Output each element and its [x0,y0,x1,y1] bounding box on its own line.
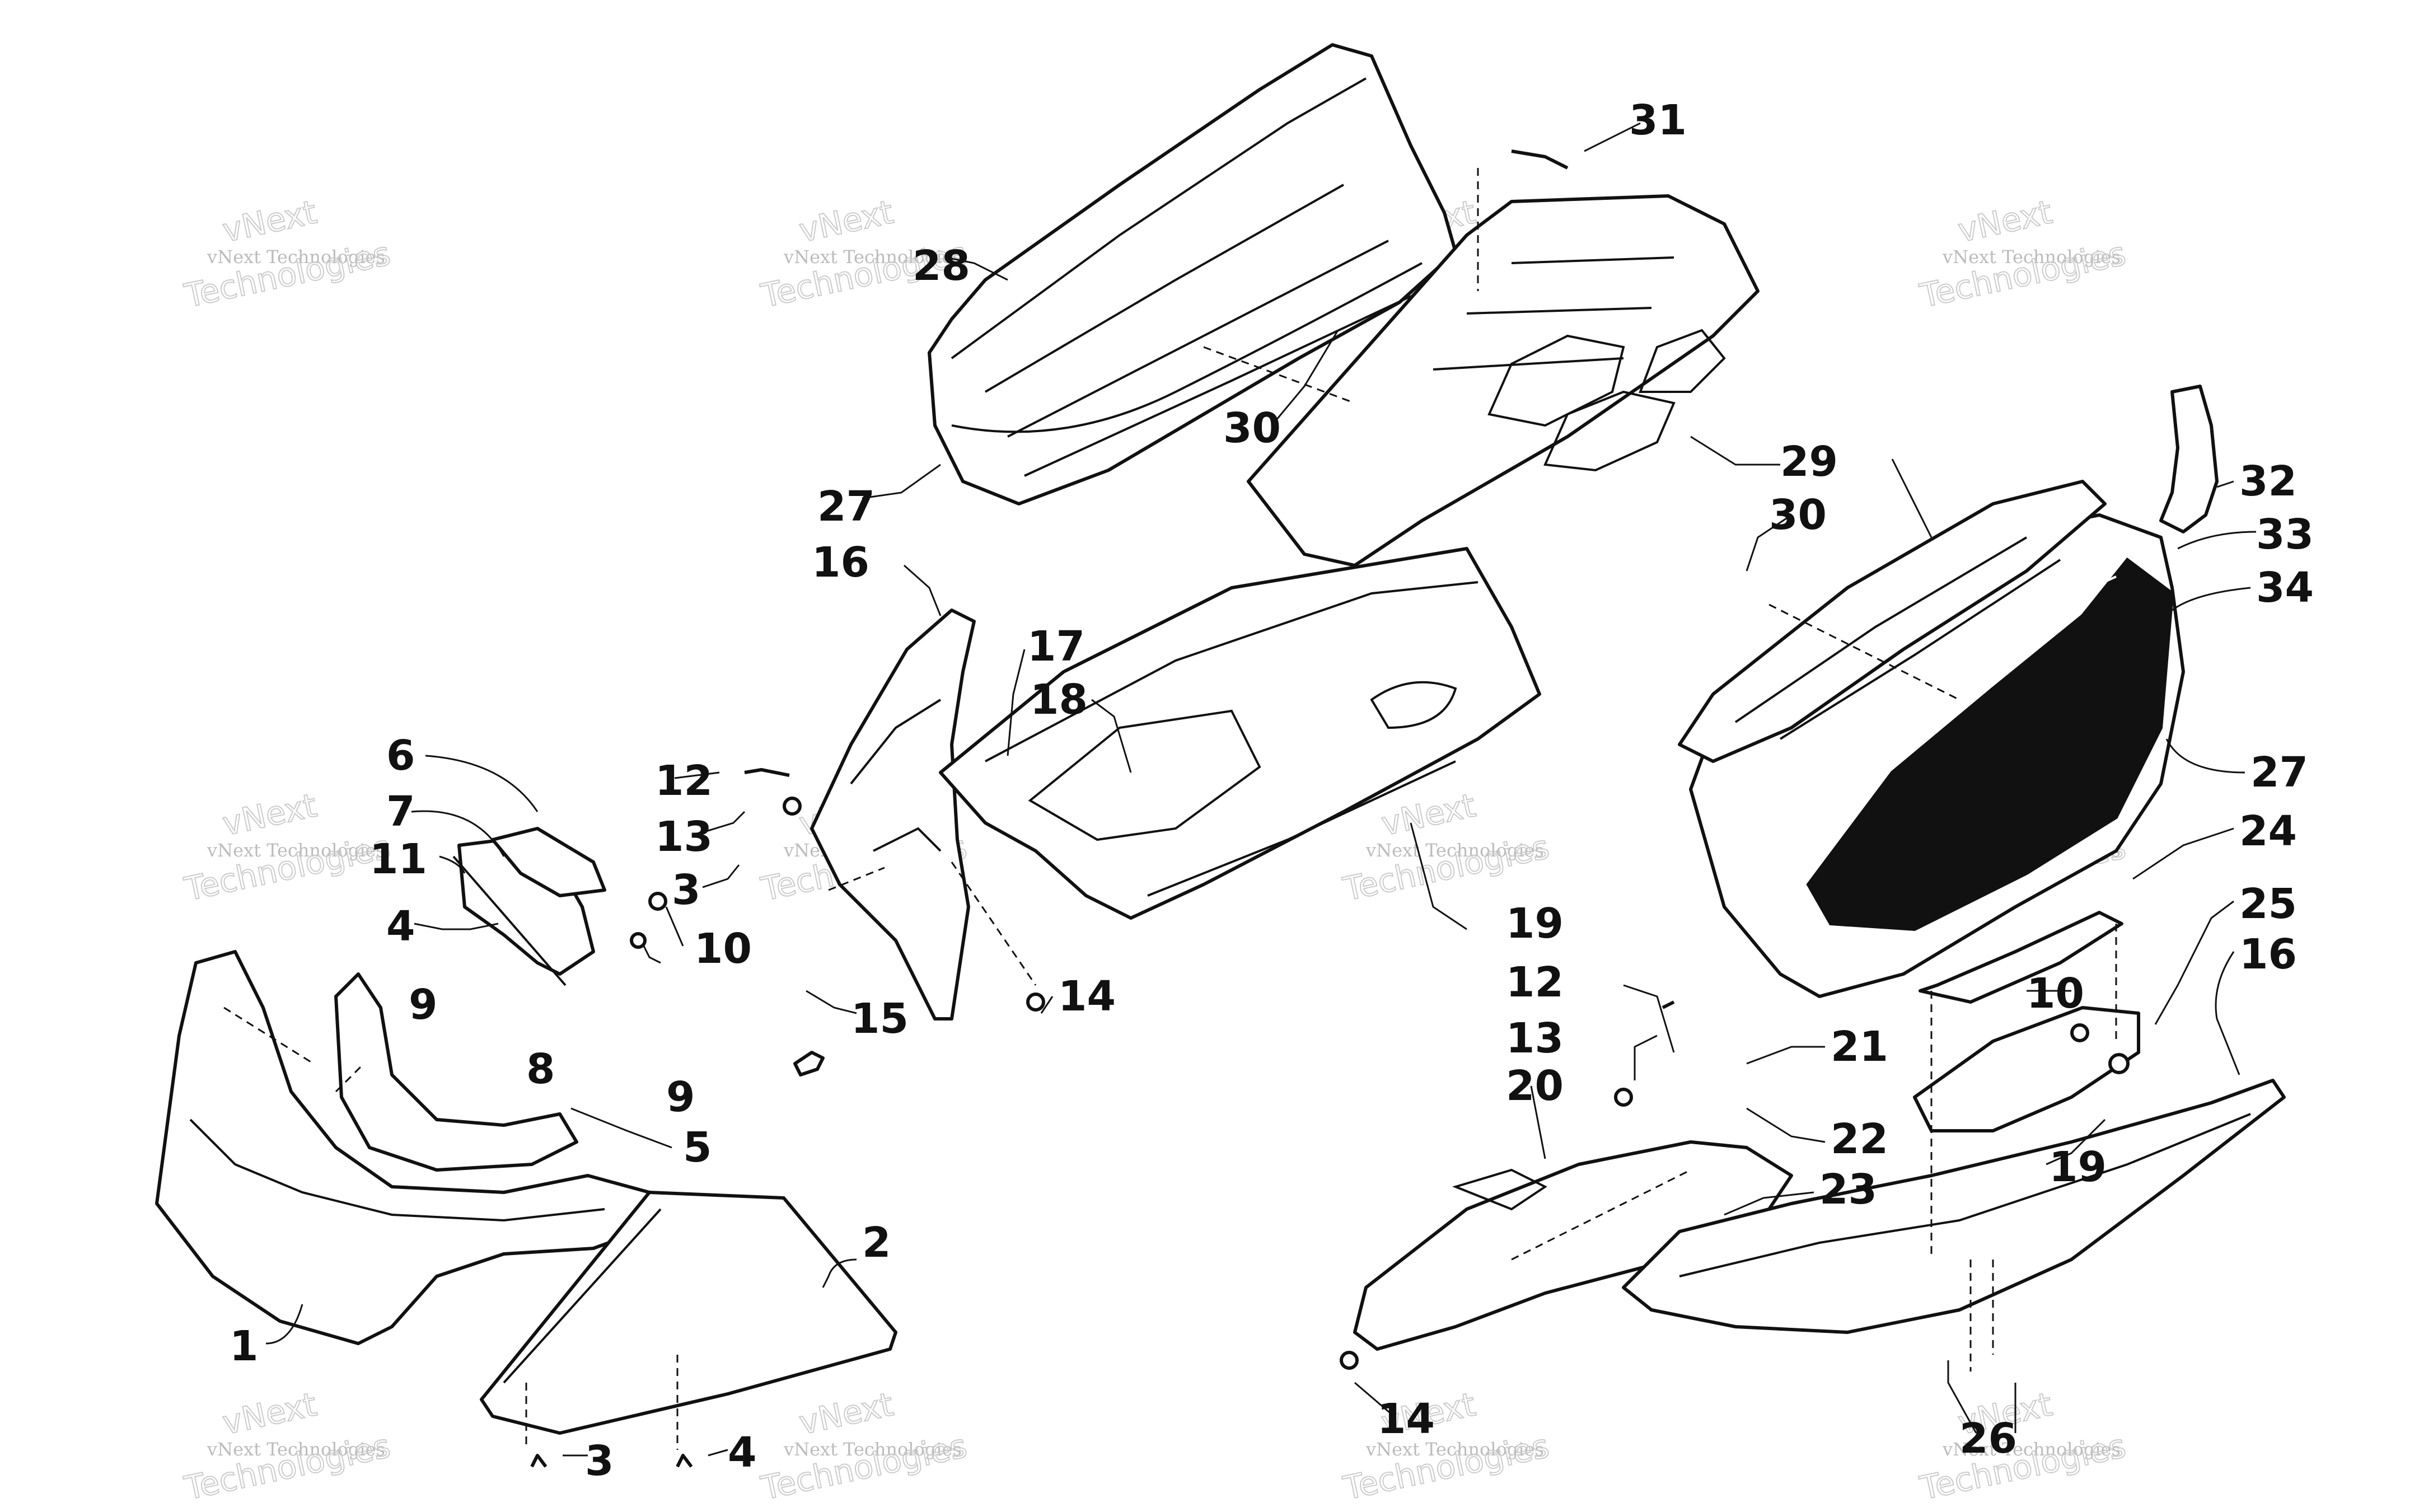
clip [793,1051,825,1076]
svg-text:vNext: vNext [1955,193,2056,250]
callout-21: 21 [1831,1023,1888,1071]
svg-text:vNext Technologies: vNext Technologies [1365,840,1544,861]
seat-assembly-right [1678,480,2185,998]
callout-6: 6 [386,732,415,780]
callout-9b: 9 [666,1073,695,1121]
callout-12a: 12 [655,757,713,805]
nose-pan [155,827,657,1345]
watermark: vNext Technologies vNext Technologies [757,192,971,315]
callout-26: 26 [1959,1415,2017,1463]
screw [744,768,790,777]
callout-13a: 13 [655,813,713,861]
svg-text:vNext Technologies: vNext Technologies [1942,1439,2121,1460]
watermark: vNext Technologies vNext Technologies [1916,1384,2130,1508]
callout-13b: 13 [1506,1014,1564,1062]
svg-text:vNext: vNext [219,1385,320,1442]
screw [676,1454,693,1468]
hardware [530,149,2130,1468]
screw [1511,149,1569,170]
callout-16b: 16 [2239,930,2297,979]
washer [783,797,802,816]
callout-4a: 4 [728,1429,757,1477]
callouts: 1 2 3 4 5 6 7 11 4 9 8 9 10 12 13 3 15 1… [230,96,2314,1485]
nut [648,892,667,911]
callout-10a: 10 [694,925,752,973]
svg-text:vNext: vNext [796,193,897,250]
callout-19a: 19 [1506,900,1564,948]
callout-8: 8 [526,1045,555,1093]
callout-30a: 30 [1223,404,1281,452]
watermark: vNext Technologies vNext Technologies [180,785,394,909]
callout-29: 29 [1780,438,1838,486]
lower-console-right [1353,911,2286,1351]
svg-text:vNext Technologies: vNext Technologies [783,246,962,268]
assembly-lines [223,168,2117,1450]
watermark: vNext Technologies vNext Technologies [1339,785,1553,909]
callout-33: 33 [2256,511,2314,559]
callout-15: 15 [851,995,909,1043]
seat-pad-upper [1247,194,1760,567]
callout-34: 34 [2256,564,2314,612]
grab-strap-bracket [2159,385,2219,533]
callout-28: 28 [913,242,970,290]
watermark: vNext Technologies vNext Technologies [1916,192,2130,315]
watermark: vNext Technologies vNext Technologies [180,192,394,315]
console-left [810,608,976,1021]
callout-23: 23 [1819,1165,1877,1214]
callout-30b: 30 [1769,491,1827,539]
callout-12b: 12 [1506,958,1564,1007]
callout-10b: 10 [2027,970,2084,1018]
screw [530,1454,548,1468]
svg-text:vNext Technologies: vNext Technologies [783,1439,962,1460]
callout-9a: 9 [409,981,438,1029]
svg-text:vNext Technologies: vNext Technologies [207,1439,385,1460]
callout-27b: 27 [2250,748,2308,797]
svg-text:vNext Technologies: vNext Technologies [1942,246,2121,268]
washer [2070,1023,2089,1042]
callout-27a: 27 [817,483,875,531]
callout-14a: 14 [1058,972,1116,1021]
svg-text:vNext: vNext [219,193,320,250]
callout-24: 24 [2239,807,2297,855]
callout-25: 25 [2239,880,2297,928]
callout-4b: 4 [386,902,415,951]
callout-19b: 19 [2049,1143,2107,1191]
leaders [265,122,2257,1457]
callout-5: 5 [683,1124,712,1172]
svg-text:vNext: vNext [796,1385,897,1442]
watermark: vNext Technologies vNext Technologies [180,1384,394,1508]
callout-32: 32 [2239,457,2297,505]
svg-text:vNext Technologies: vNext Technologies [1365,1439,1544,1460]
nut [1026,993,1045,1012]
seat-cover-upper [928,43,1457,505]
callout-18: 18 [1030,676,1088,724]
callout-3b: 3 [672,866,701,914]
washer [1614,1088,1633,1107]
svg-text:vNext Technologies: vNext Technologies [207,246,385,268]
svg-text:vNext: vNext [1378,786,1479,843]
belly-plate [480,1191,897,1435]
callout-3a: 3 [585,1437,614,1485]
washer [630,932,647,949]
callout-7: 7 [386,788,415,836]
watermark: vNext Technologies vNext Technologies [757,1384,971,1508]
callout-11: 11 [369,835,427,883]
callout-20: 20 [1506,1062,1564,1110]
callout-14b: 14 [1377,1395,1435,1443]
callout-1: 1 [230,1322,259,1370]
callout-22: 22 [1831,1115,1888,1163]
callout-31: 31 [1629,96,1687,144]
nut [1340,1351,1359,1370]
watermark: vNext Technologies vNext Technologies [1339,1384,1553,1508]
callout-17: 17 [1027,622,1085,671]
screw [1662,1000,1675,1009]
tray-pan [939,547,1541,920]
callout-16a: 16 [812,539,869,587]
callout-2: 2 [862,1219,891,1267]
svg-text:vNext Technologies: vNext Technologies [207,840,385,861]
grommet [2108,1053,2130,1074]
svg-text:vNext: vNext [219,786,320,843]
